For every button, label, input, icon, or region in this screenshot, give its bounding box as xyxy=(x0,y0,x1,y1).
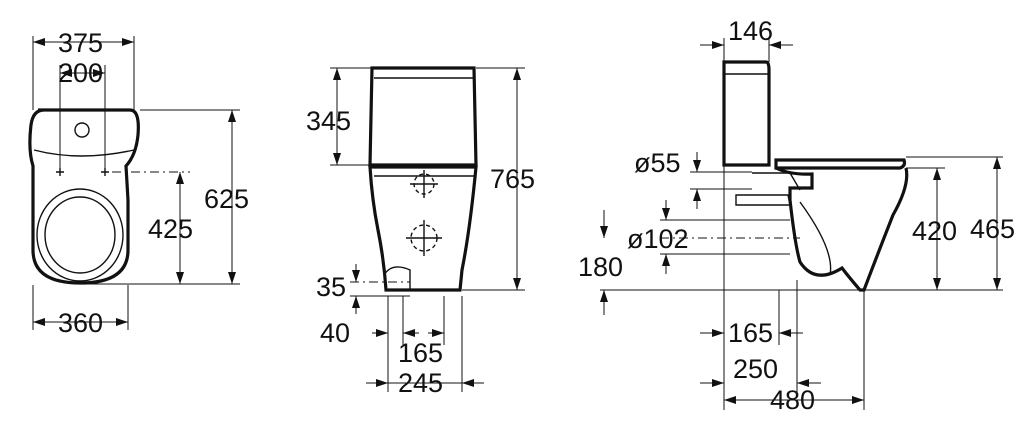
flush-button xyxy=(74,122,90,138)
dim-front-base-width: 245 xyxy=(398,368,444,398)
arrowheads xyxy=(33,38,1001,404)
dim-side-outlet-from-wall: 250 xyxy=(733,354,779,384)
seat-side xyxy=(774,158,907,170)
seat-opening xyxy=(44,196,116,274)
dim-side-fixing-from-wall: 165 xyxy=(728,318,774,348)
dim-front-total-height: 765 xyxy=(490,164,536,194)
tank-side xyxy=(722,60,771,167)
dim-top-bowl-width: 360 xyxy=(58,308,104,338)
dim-side-outlet-height: 180 xyxy=(578,252,624,282)
dim-side-outlet-diameter: ø102 xyxy=(627,224,689,254)
dim-front-tank-height: 345 xyxy=(306,106,352,136)
dim-side-inlet-diameter: ø55 xyxy=(634,148,681,178)
dim-top-depth-overall: 625 xyxy=(204,184,250,214)
seat-outline xyxy=(36,188,124,282)
dim-side-tank-depth: 146 xyxy=(728,16,774,46)
dim-top-width-holes: 200 xyxy=(58,58,104,88)
toilet-outline-top xyxy=(28,108,140,285)
tank-front xyxy=(368,66,478,167)
bowl-side xyxy=(775,166,909,292)
dim-front-fixing-spacing: 165 xyxy=(398,338,444,368)
dim-front-outlet-offset: 40 xyxy=(320,318,351,348)
dim-side-total-depth: 480 xyxy=(770,385,816,415)
dim-front-outlet-height: 35 xyxy=(316,272,347,302)
dim-top-depth-holes: 425 xyxy=(148,214,194,244)
dim-top-width-overall: 375 xyxy=(58,28,104,58)
tank-line-top xyxy=(33,149,135,157)
dim-side-seat-height: 420 xyxy=(912,216,958,246)
bowl-front xyxy=(368,165,478,292)
top-view xyxy=(28,36,240,330)
dim-side-rim-height: 465 xyxy=(970,214,1016,244)
